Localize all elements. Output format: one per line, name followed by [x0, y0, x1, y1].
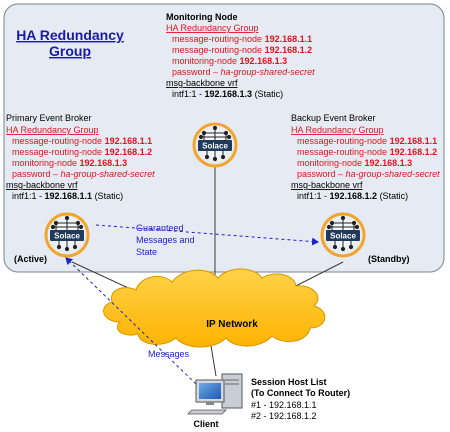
primary-group-label: HA Redundancy Group	[6, 125, 99, 135]
router-node-icon	[198, 125, 232, 162]
backup-router-label: Solace	[330, 232, 356, 241]
client-computer-icon	[187, 373, 243, 415]
monitoring-router: Solace	[192, 122, 238, 168]
router-node-icon	[326, 215, 360, 252]
primary-state: (Active)	[14, 254, 47, 264]
monitoring-node-intf: intf1:1 - 192.168.1.3 (Static)	[172, 89, 283, 99]
backup-group-label: HA Redundancy Group	[291, 125, 384, 135]
session-host-2: #2 - 192.168.1.2	[251, 411, 317, 421]
primary-intf: intf1:1 - 192.168.1.1 (Static)	[12, 191, 123, 201]
backup-intf: intf1:1 - 192.168.1.2 (Static)	[297, 191, 408, 201]
monitoring-node-vrf: msg-backbone vrf	[166, 78, 238, 88]
client-messages: Messages	[65, 257, 197, 385]
backup-password: password – ha-group-shared-secret	[297, 169, 440, 179]
guaranteed-label-line3: State	[136, 247, 157, 257]
primary-entry: message-routing-node 192.168.1.1	[12, 136, 152, 146]
guaranteed-messages: Guaranteed Messages and State	[95, 223, 319, 257]
ip-network-label: IP Network	[206, 319, 258, 330]
primary-broker-heading: Primary Event Broker	[6, 113, 92, 123]
session-host-1: #1 - 192.168.1.1	[251, 400, 317, 410]
session-title: Session Host List	[251, 377, 327, 387]
monitoring-router-label: Solace	[202, 142, 228, 151]
monitoring-node-entry: monitoring-node 192.168.1.3	[172, 56, 287, 66]
messages-label: Messages	[148, 349, 190, 359]
monitoring-node-password: password – ha-group-shared-secret	[172, 67, 315, 77]
backup-router: Solace	[320, 212, 366, 258]
primary-vrf: msg-backbone vrf	[6, 180, 78, 190]
backup-broker-heading: Backup Event Broker	[291, 113, 376, 123]
primary-router-label: Solace	[54, 232, 80, 241]
session-subtitle: (To Connect To Router)	[251, 388, 350, 398]
backup-broker-config: Backup Event Broker HA Redundancy Group …	[291, 113, 440, 201]
primary-password: password – ha-group-shared-secret	[12, 169, 155, 179]
monitoring-node-group-label: HA Redundancy Group	[166, 23, 259, 33]
client-label: Client	[193, 419, 218, 429]
backup-state: (Standby)	[368, 254, 410, 264]
guaranteed-label-line1: Guaranteed	[136, 223, 184, 233]
guaranteed-label-line2: Messages and	[136, 235, 195, 245]
monitoring-node-config: Monitoring Node HA Redundancy Group mess…	[166, 12, 315, 99]
backup-entry: message-routing-node 192.168.1.2	[297, 147, 437, 157]
monitoring-node-entry: message-routing-node 192.168.1.1	[172, 34, 312, 44]
monitoring-node-entry: message-routing-node 192.168.1.2	[172, 45, 312, 55]
backup-entry: monitoring-node 192.168.1.3	[297, 158, 412, 168]
primary-entry: monitoring-node 192.168.1.3	[12, 158, 127, 168]
guaranteed-arrow	[95, 224, 319, 246]
primary-broker-config: Primary Event Broker HA Redundancy Group…	[6, 113, 155, 201]
backup-entry: message-routing-node 192.168.1.1	[297, 136, 437, 146]
group-title: HA Redundancy Group	[16, 27, 124, 59]
router-node-icon	[50, 215, 84, 252]
group-title-line2: Group	[49, 43, 91, 59]
ip-network-cloud: IP Network	[103, 268, 326, 348]
messages-arrow	[65, 257, 197, 385]
backup-vrf: msg-backbone vrf	[291, 180, 363, 190]
monitoring-node-heading: Monitoring Node	[166, 12, 238, 22]
session-host-list: Session Host List (To Connect To Router)…	[251, 377, 350, 421]
primary-router: Solace	[44, 212, 90, 258]
primary-entry: message-routing-node 192.168.1.2	[12, 147, 152, 157]
group-title-line1: HA Redundancy	[16, 27, 124, 43]
